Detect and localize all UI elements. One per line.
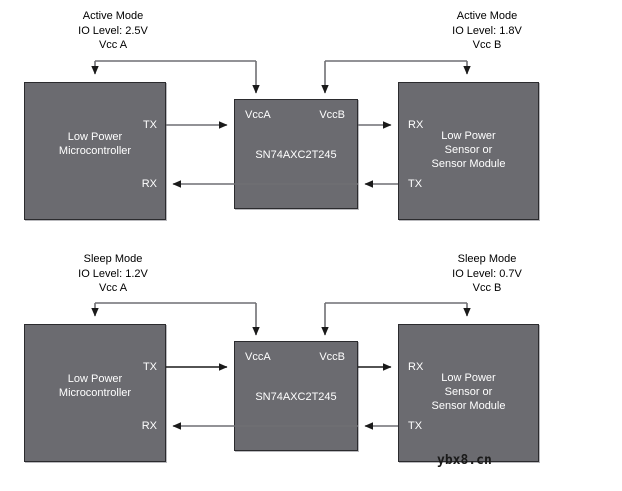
pin-vccb-translator-active: VccB: [319, 109, 345, 121]
pin-rx-sensor-active: RX: [408, 119, 424, 131]
header-sleep-vcca: Sleep Mode IO Level: 1.2V Vcc A: [78, 253, 148, 294]
header-active-vcca: Active Mode IO Level: 2.5V Vcc A: [78, 10, 148, 51]
pin-tx-sensor-active: TX: [408, 178, 423, 190]
block-microcontroller-sleep-label: Low Power Microcontroller: [58, 373, 132, 399]
pin-rx-sensor-sleep: RX: [408, 361, 424, 373]
block-sensor-sleep-label: Low Power Sensor or Sensor Module: [431, 372, 506, 412]
block-microcontroller-sleep[interactable]: Low Power Microcontroller TX RX: [24, 324, 166, 462]
watermark: ybx8.cn: [437, 453, 492, 468]
pin-rx-mcu-active: RX: [141, 178, 157, 190]
block-sensor-active[interactable]: Low Power Sensor or Sensor Module RX TX: [398, 82, 539, 220]
block-translator-active[interactable]: SN74AXC2T245 VccA VccB: [234, 99, 358, 209]
block-translator-sleep[interactable]: SN74AXC2T245 VccA VccB: [234, 341, 358, 451]
header-active-vccb: Active Mode IO Level: 1.8V Vcc B: [452, 10, 522, 51]
block-translator-active-label: SN74AXC2T245: [255, 149, 337, 161]
pin-vcca-translator-sleep: VccA: [245, 351, 271, 363]
block-sensor-active-label: Low Power Sensor or Sensor Module: [431, 130, 506, 170]
pin-rx-mcu-sleep: RX: [141, 420, 157, 432]
pin-tx-mcu-active: TX: [142, 119, 157, 131]
pin-vccb-translator-sleep: VccB: [319, 351, 345, 363]
block-translator-sleep-label: SN74AXC2T245: [255, 391, 337, 403]
pin-tx-sensor-sleep: TX: [408, 420, 423, 432]
block-microcontroller-active[interactable]: Low Power Microcontroller TX RX: [24, 82, 166, 220]
block-sensor-sleep[interactable]: Low Power Sensor or Sensor Module RX TX: [398, 324, 539, 462]
header-sleep-vccb: Sleep Mode IO Level: 0.7V Vcc B: [452, 253, 522, 294]
block-microcontroller-active-label: Low Power Microcontroller: [58, 131, 132, 157]
pin-tx-mcu-sleep: TX: [142, 361, 157, 373]
pin-vcca-translator-active: VccA: [245, 109, 271, 121]
